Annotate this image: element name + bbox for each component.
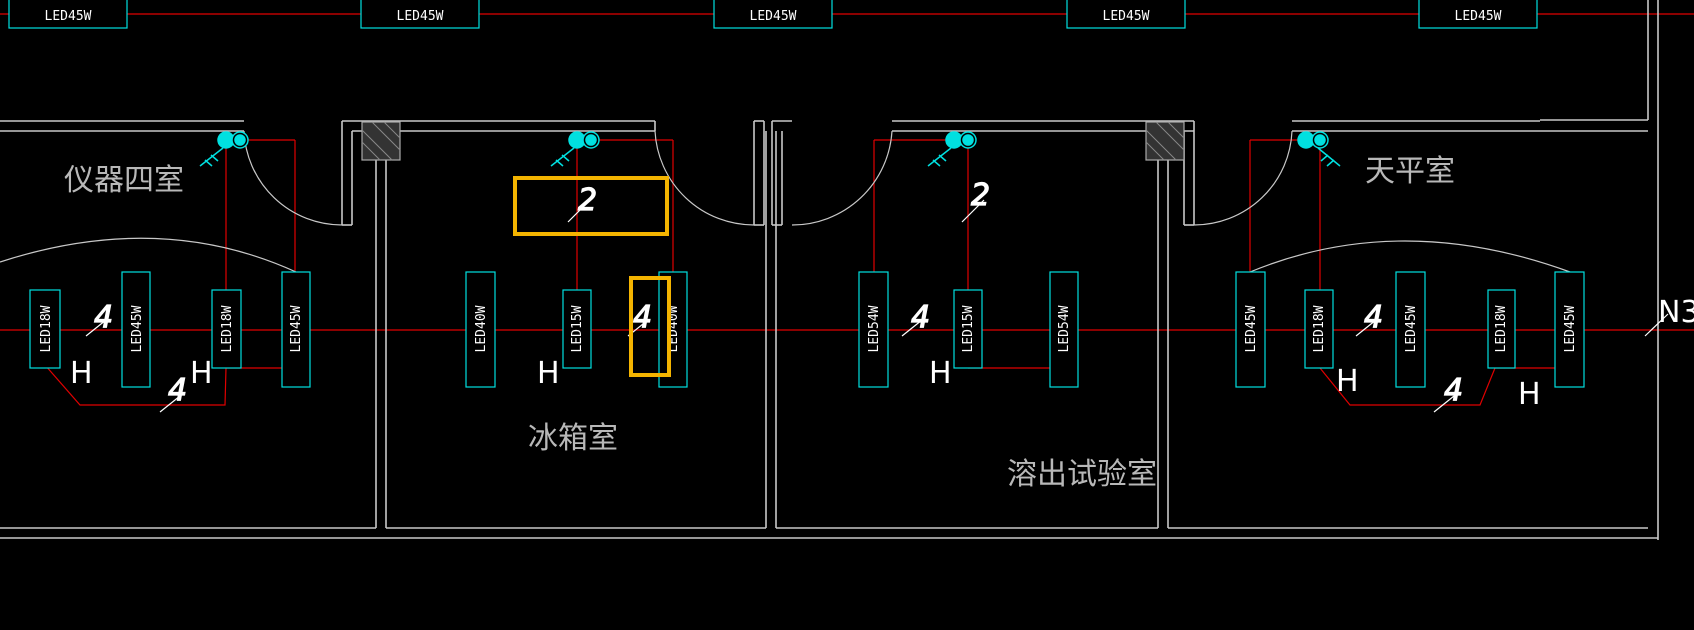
fixture-label: LED15W (570, 305, 585, 352)
fixture-label: LED18W (39, 305, 54, 352)
room-labels: 仪器四室 冰箱室 溶出试验室 天平室 (64, 154, 1455, 492)
height-marks: H H H H H H (70, 356, 1541, 412)
top-fixture[interactable]: LED45W (360, 0, 480, 29)
top-fixture[interactable]: LED45W (713, 0, 833, 29)
led-fixture[interactable]: LED18W (29, 289, 61, 369)
fixture-label: LED45W (1244, 305, 1259, 352)
room-label-dissolution: 溶出试验室 (1007, 457, 1157, 492)
highlight-boxes (513, 176, 671, 377)
fixture-label: LED45W (750, 9, 797, 24)
fixture-label: LED15W (961, 305, 976, 352)
led-fixture[interactable]: LED54W (1049, 271, 1079, 388)
wire-count: 4 (1364, 300, 1383, 335)
height-mark: H (70, 356, 93, 391)
highlight-box (513, 176, 669, 236)
top-fixture[interactable]: LED45W (8, 0, 128, 29)
led-fixture[interactable]: LED45W (281, 271, 311, 388)
led-fixture[interactable]: LED54W (858, 271, 889, 388)
led-fixture[interactable]: LED40W (658, 271, 688, 388)
fixture-label: LED40W (474, 305, 489, 352)
led-fixture[interactable]: LED40W (465, 271, 496, 388)
door-swings (243, 130, 1293, 226)
circuit-label: N3 (1658, 295, 1694, 330)
fixture-label: LED54W (867, 305, 882, 352)
wire-count: 4 (911, 300, 930, 335)
switch-icon[interactable] (550, 131, 600, 167)
fixture-label: LED45W (1103, 9, 1150, 24)
led-fixture[interactable]: LED45W (1395, 271, 1426, 388)
circuit-tag: N3 (1644, 295, 1694, 337)
wire-count: 2 (971, 178, 990, 213)
wire-count: 4 (94, 300, 113, 335)
switch-icon[interactable] (1297, 131, 1341, 167)
wire-count: 4 (1444, 373, 1463, 408)
fixture-label: LED45W (1404, 305, 1419, 352)
led-fixture[interactable]: LED15W (562, 289, 592, 369)
room-label-fridge: 冰箱室 (528, 421, 618, 456)
fixture-label: LED45W (397, 9, 444, 24)
top-fixtures: LED45W LED45W LED45W LED45W LED45W (8, 0, 1538, 29)
switch-icon[interactable] (199, 131, 249, 167)
room-label-instrument-4: 仪器四室 (64, 163, 184, 198)
height-mark: H (537, 356, 560, 391)
fixture-label: LED18W (1494, 305, 1509, 352)
fixture-label: LED45W (289, 305, 304, 352)
fixture-label: LED18W (1312, 305, 1327, 352)
led-fixture[interactable]: LED15W (953, 289, 983, 369)
height-mark: H (1518, 377, 1541, 412)
wire-count: 2 (578, 183, 597, 218)
highlight-box (629, 276, 671, 377)
fixture-label: LED18W (220, 305, 235, 352)
wire-count: 4 (633, 300, 652, 335)
structural-columns (361, 121, 1185, 161)
room-label-balance: 天平室 (1365, 154, 1455, 189)
fixture-label: LED45W (1455, 9, 1502, 24)
height-mark: H (929, 356, 952, 391)
fixture-label: LED54W (1057, 305, 1072, 352)
led-fixture[interactable]: LED45W (121, 271, 151, 388)
fixture-label: LED45W (130, 305, 145, 352)
led-fixture[interactable]: LED45W (1554, 271, 1585, 388)
wire-count-marks: 4 4 2 4 2 4 4 4 (85, 177, 1464, 413)
switch-icon[interactable] (927, 131, 977, 167)
led-fixture[interactable]: LED45W (1235, 271, 1266, 388)
top-fixture[interactable]: LED45W (1418, 0, 1538, 29)
fixture-label: LED45W (1563, 305, 1578, 352)
height-mark: H (1336, 364, 1359, 399)
led-fixture[interactable]: LED18W (1304, 289, 1334, 369)
switches (199, 131, 1341, 167)
top-fixture[interactable]: LED45W (1066, 0, 1186, 29)
wire-count: 4 (168, 373, 187, 408)
fixture-label: LED45W (45, 9, 92, 24)
led-fixture[interactable]: LED18W (211, 289, 242, 369)
ceiling-arcs (0, 237, 1571, 273)
walls (0, 0, 1659, 540)
height-mark: H (190, 356, 213, 391)
led-fixture[interactable]: LED18W (1487, 289, 1516, 369)
room-fixtures: LED18W LED45W LED18W LED45W LED40W LED15… (29, 271, 1585, 388)
